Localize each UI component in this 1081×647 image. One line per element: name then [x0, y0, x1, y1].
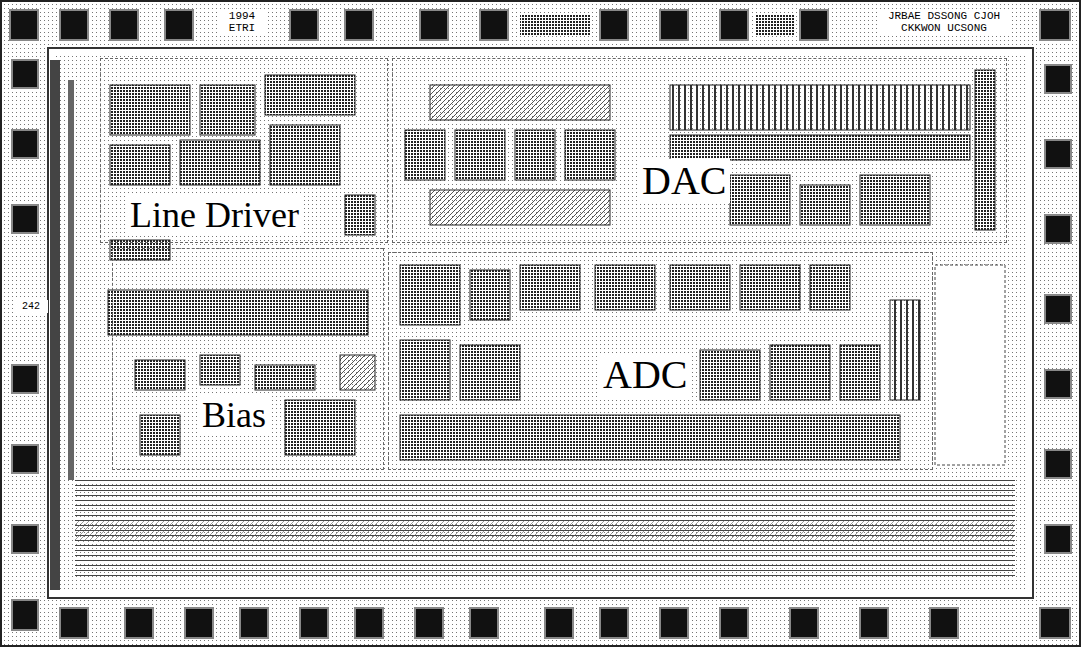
block-label: DAC [638, 159, 730, 203]
block-label: Bias [198, 396, 270, 436]
die-marking: 242 [14, 300, 48, 313]
block-label: ADC [599, 353, 691, 397]
circuit-block: DAC [392, 58, 1007, 243]
block-label: Line Driver [126, 196, 303, 236]
die-marking: 1994 ETRI [218, 9, 266, 35]
circuit-block: Bias [112, 248, 384, 470]
die-marking: JRBAE DSSONG CJOH CKKWON UCSONG [878, 9, 1010, 35]
circuit-block: Line Driver [100, 58, 388, 243]
circuit-block: ADC [388, 252, 933, 470]
